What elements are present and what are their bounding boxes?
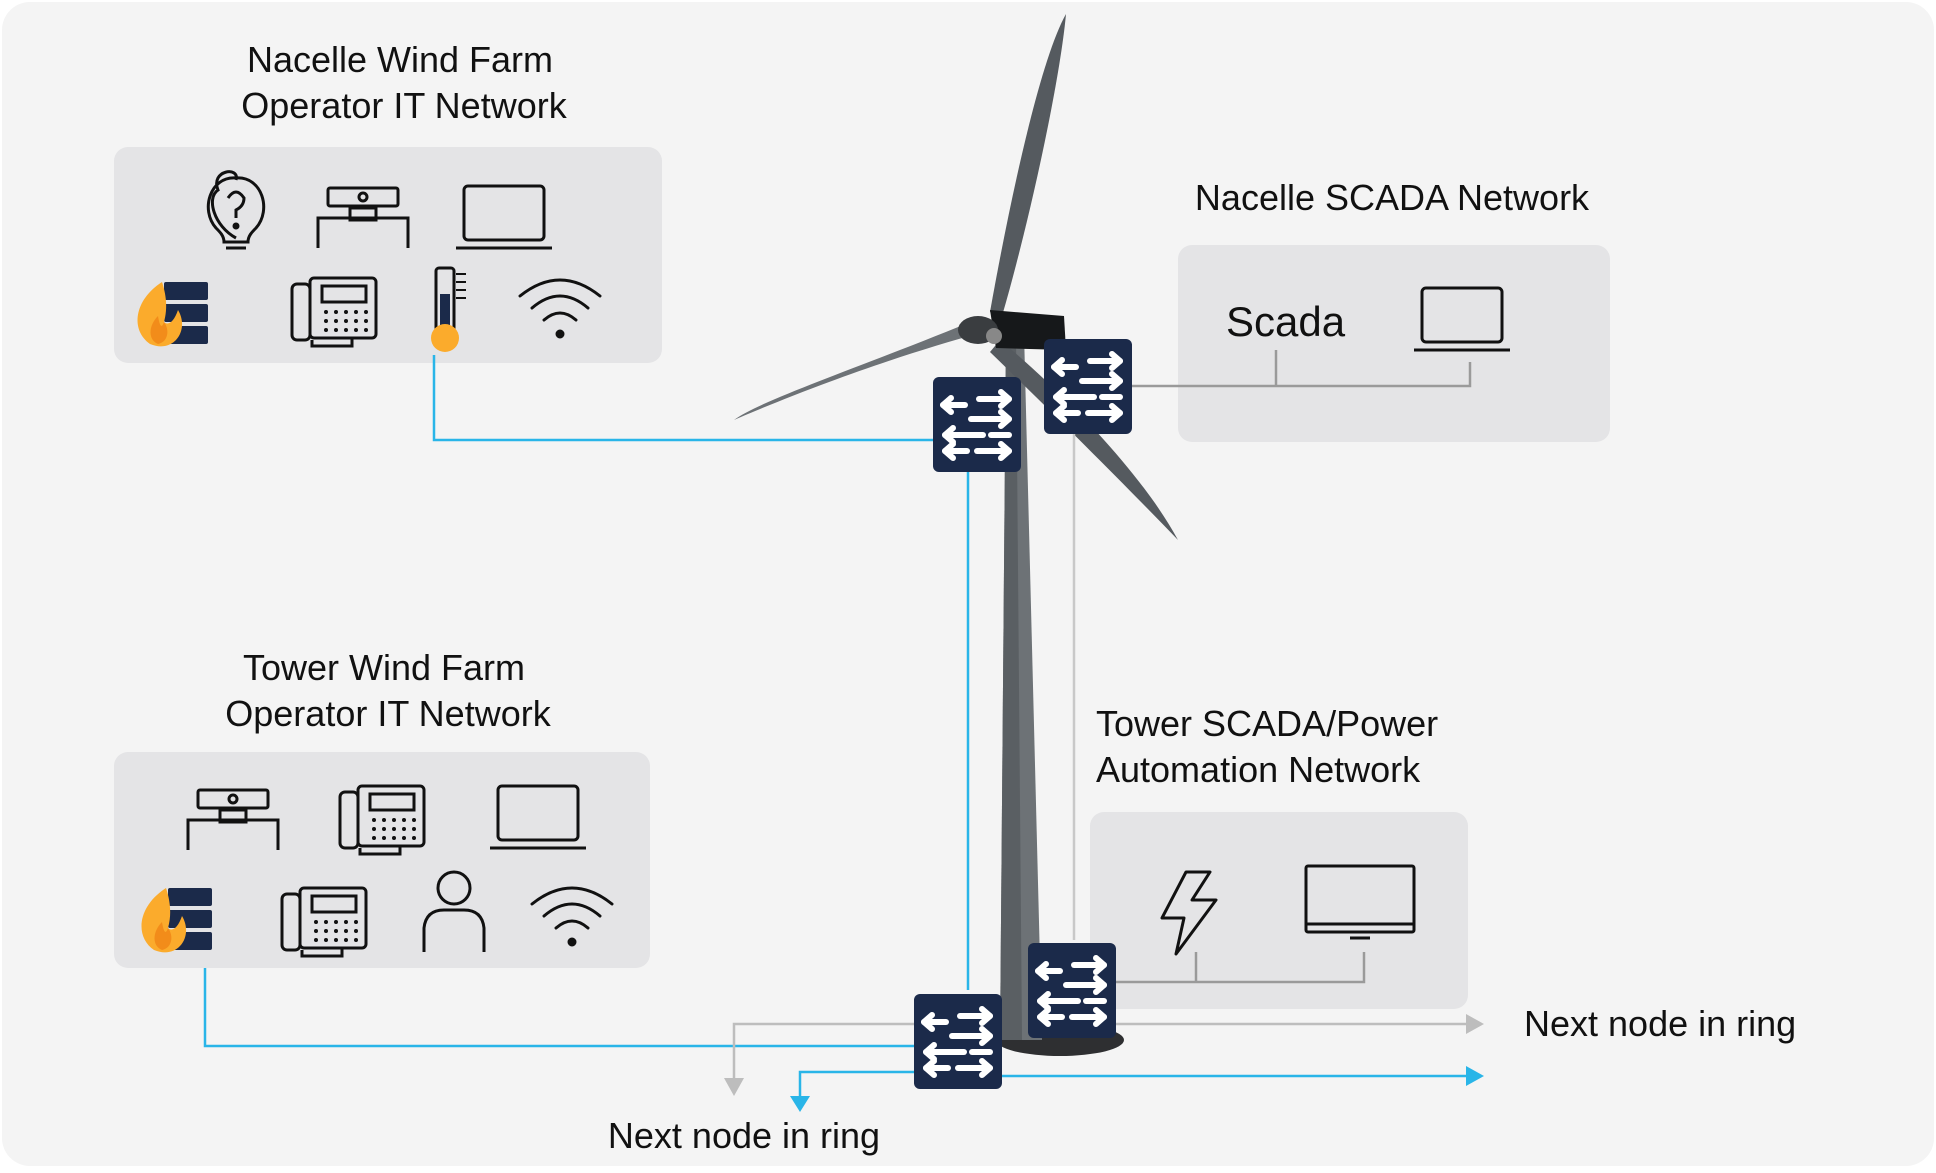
tower-it-title-line2: Operator IT Network	[225, 693, 551, 734]
ring-arrowheads	[724, 1014, 1484, 1112]
ring-left-blue	[798, 1070, 914, 1100]
link-nacelle-it	[432, 355, 933, 442]
tower-it-title-line1: Tower Wind Farm	[243, 647, 525, 688]
arrow-right-blue	[1466, 1066, 1484, 1086]
switch-nacelle-it-icon[interactable]	[933, 377, 1021, 472]
connections	[203, 350, 1472, 1100]
link-tower-scada	[1114, 952, 1366, 984]
nacelle-scada-title: Nacelle SCADA Network	[1195, 177, 1590, 218]
nacelle-it-title-line2: Operator IT Network	[241, 85, 567, 126]
tower-scada-title-line1: Tower SCADA/Power	[1096, 703, 1438, 744]
link-tower-it	[203, 968, 914, 1048]
tower-scada-title-line2: Automation Network	[1096, 749, 1421, 790]
monitor-icon	[1304, 864, 1416, 940]
tower-it-panel	[114, 752, 650, 968]
thermometer-icon	[431, 266, 466, 352]
lightbulb-icon	[206, 170, 266, 250]
nacelle-it-panel	[114, 147, 662, 363]
tower-scada-panel	[1090, 812, 1468, 1009]
turbine-blade-up	[990, 14, 1066, 316]
ring-bottom-label: Next node in ring	[608, 1115, 880, 1156]
user-icon	[422, 870, 486, 952]
arrow-down-blue	[790, 1096, 810, 1112]
switch-tower-it-icon[interactable]	[914, 994, 1002, 1089]
switch-nacelle-scada-icon[interactable]	[1044, 339, 1132, 434]
link-nacelle-scada	[1132, 362, 1472, 388]
nacelle-it-title-line1: Nacelle Wind Farm	[247, 39, 553, 80]
ring-left-gray	[732, 1022, 914, 1082]
arrow-down-gray	[724, 1078, 744, 1096]
scada-label: Scada	[1226, 298, 1346, 345]
lightning-icon	[1160, 870, 1218, 956]
wind-turbine	[734, 14, 1178, 1056]
arrow-right-gray	[1466, 1014, 1484, 1034]
switch-tower-scada-icon[interactable]	[1028, 943, 1116, 1038]
turbine-blade-left	[734, 318, 984, 420]
turbine-blade-right	[990, 340, 1178, 540]
ring-right-label: Next node in ring	[1524, 1003, 1796, 1044]
